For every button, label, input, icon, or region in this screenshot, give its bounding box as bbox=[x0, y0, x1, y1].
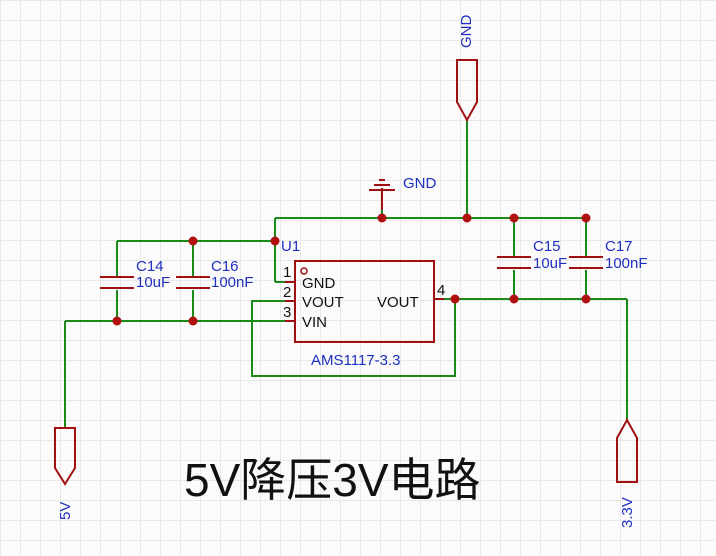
pin-1-number: 1 bbox=[283, 264, 291, 281]
port-gnd-top[interactable]: GND bbox=[456, 15, 478, 123]
gnd-port-label: GND bbox=[458, 15, 475, 49]
3v3-port-flag bbox=[616, 417, 638, 483]
schematic-title: 5V降压3V电路 bbox=[184, 454, 481, 506]
5v-port-flag bbox=[54, 427, 76, 486]
junction-dot bbox=[112, 316, 122, 326]
junction-dot bbox=[450, 294, 460, 304]
capacitor-c17[interactable]: C17 100nF bbox=[569, 238, 648, 272]
pin-2-number: 2 bbox=[283, 284, 291, 301]
cap-ref: C16 bbox=[211, 258, 239, 275]
junction-dot bbox=[462, 213, 472, 223]
pin-4-name: VOUT bbox=[377, 294, 419, 311]
capacitor-c15[interactable]: C15 10uF bbox=[497, 238, 567, 272]
gnd-port-flag bbox=[456, 59, 478, 123]
capacitor-c14[interactable]: C14 10uF bbox=[100, 258, 170, 291]
wire-vout-loop bbox=[251, 299, 456, 377]
junction-dot bbox=[270, 236, 280, 246]
port-5v[interactable]: 5V bbox=[54, 427, 76, 520]
junction-dot bbox=[188, 316, 198, 326]
cap-value: 10uF bbox=[136, 274, 170, 291]
pin1-marker bbox=[300, 267, 308, 275]
regulator-ref: U1 bbox=[281, 238, 300, 255]
junction-dot bbox=[509, 213, 519, 223]
cap-value: 100nF bbox=[605, 255, 648, 272]
junction-dot bbox=[581, 294, 591, 304]
cap-ref: C15 bbox=[533, 238, 561, 255]
regulator-u1[interactable]: U1 1 2 3 4 GND VOUT VIN VOUT AMS1117-3.3 bbox=[281, 238, 445, 369]
junction-dot bbox=[377, 213, 387, 223]
pin-1-name: GND bbox=[302, 275, 336, 292]
pin-3-number: 3 bbox=[283, 304, 291, 321]
junction-dot bbox=[188, 236, 198, 246]
5v-port-label: 5V bbox=[57, 502, 74, 520]
regulator-part: AMS1117-3.3 bbox=[311, 352, 401, 369]
3v3-port-label: 3.3V bbox=[619, 497, 636, 528]
cap-ref: C14 bbox=[136, 258, 164, 275]
pin-2-name: VOUT bbox=[302, 294, 344, 311]
junction-dot bbox=[509, 294, 519, 304]
pin-4-number: 4 bbox=[437, 282, 445, 299]
gnd-symbol-label: GND bbox=[403, 175, 437, 192]
capacitor-c16[interactable]: C16 100nF bbox=[176, 258, 254, 291]
junction-dot bbox=[581, 213, 591, 223]
cap-value: 100nF bbox=[211, 274, 254, 291]
junctions bbox=[112, 213, 591, 326]
port-3v3[interactable]: 3.3V bbox=[616, 417, 638, 528]
cap-value: 10uF bbox=[533, 255, 567, 272]
pin-3-name: VIN bbox=[302, 314, 327, 331]
cap-ref: C17 bbox=[605, 238, 633, 255]
gnd-symbol: GND bbox=[369, 175, 437, 210]
